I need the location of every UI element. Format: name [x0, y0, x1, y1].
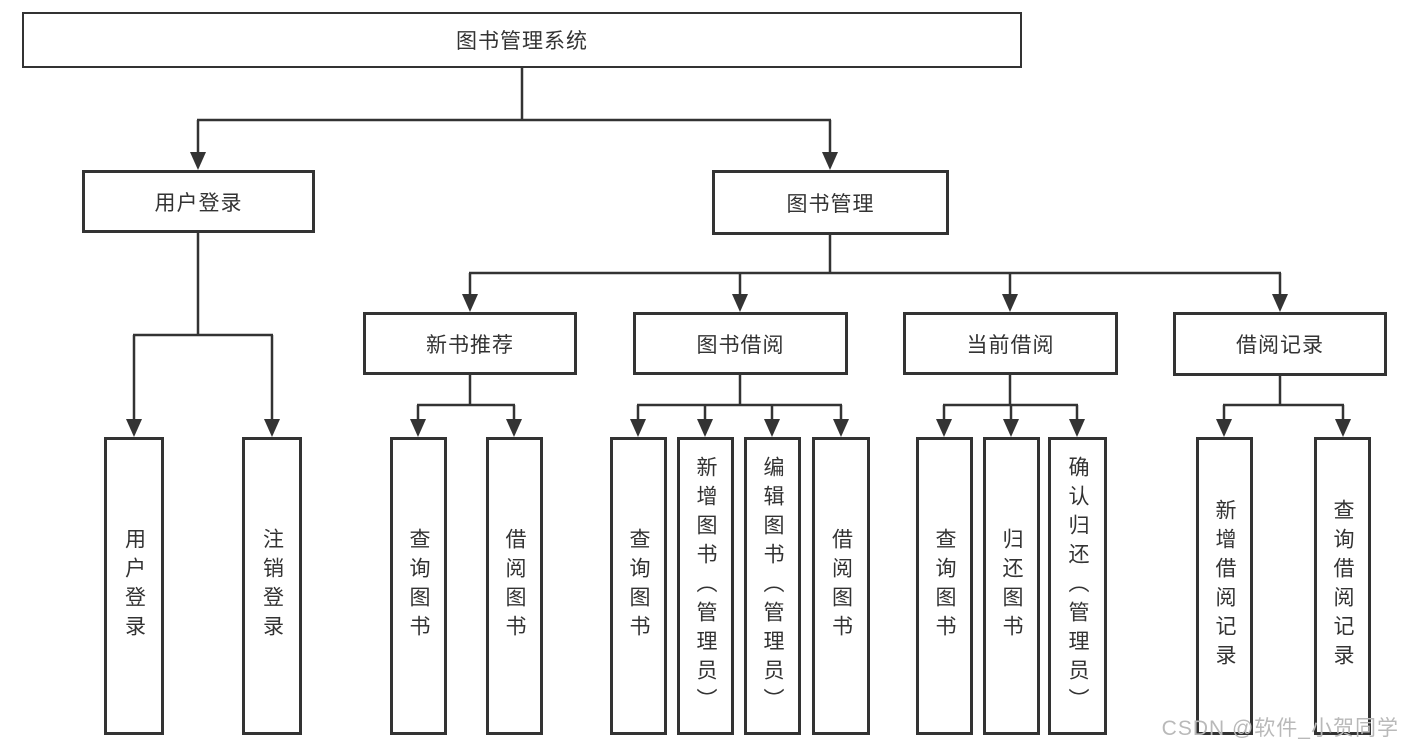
leaf-nb-borrow-books-label: 借阅图书	[503, 528, 526, 644]
csdn-watermark: CSDN @软件_小贺同学	[1161, 717, 1399, 740]
leaf-cb-return-books: 归还图书	[983, 437, 1040, 735]
node-borrow-records: 借阅记录	[1173, 312, 1387, 376]
leaf-cb-query-books: 查询图书	[916, 437, 973, 735]
leaf-bb-add-books: 新增图书（管理员）	[677, 437, 734, 735]
node-user-login-label: 用户登录	[154, 191, 243, 215]
root-node-label: 图书管理系统	[456, 30, 588, 53]
node-new-book-recommend-label: 新书推荐	[426, 333, 514, 357]
leaf-logout: 注销登录	[242, 437, 302, 735]
arrowheads	[126, 152, 1351, 437]
node-borrow-records-label: 借阅记录	[1236, 334, 1324, 357]
leaf-nb-borrow-books: 借阅图书	[486, 437, 543, 735]
leaf-bb-query-books: 查询图书	[610, 437, 667, 735]
leaf-bb-borrow-books-label: 借阅图书	[829, 528, 853, 644]
node-book-management: 图书管理	[712, 170, 949, 235]
leaf-bb-edit-books-label: 编辑图书（管理员）	[761, 455, 784, 717]
node-current-borrowing-label: 当前借阅	[966, 333, 1055, 357]
leaf-user-login: 用户登录	[104, 437, 164, 735]
leaf-logout-label: 注销登录	[260, 528, 284, 644]
leaf-br-add-record: 新增借阅记录	[1196, 437, 1253, 735]
leaf-br-add-record-label: 新增借阅记录	[1213, 499, 1236, 673]
leaf-br-query-record: 查询借阅记录	[1314, 437, 1371, 735]
node-book-borrowing-label: 图书借阅	[696, 333, 785, 357]
leaf-bb-borrow-books: 借阅图书	[812, 437, 870, 735]
node-book-borrowing: 图书借阅	[633, 312, 848, 375]
leaf-bb-query-books-label: 查询图书	[627, 528, 650, 644]
leaf-user-login-label: 用户登录	[122, 528, 146, 644]
leaf-nb-query-books-label: 查询图书	[407, 528, 430, 644]
node-current-borrowing: 当前借阅	[903, 312, 1118, 375]
node-user-login: 用户登录	[82, 170, 315, 233]
leaf-cb-confirm-return: 确认归还（管理员）	[1048, 437, 1107, 735]
leaf-br-query-record-label: 查询借阅记录	[1331, 499, 1354, 673]
leaf-nb-query-books: 查询图书	[390, 437, 447, 735]
leaf-bb-add-books-label: 新增图书（管理员）	[694, 455, 717, 717]
leaf-bb-edit-books: 编辑图书（管理员）	[744, 437, 801, 735]
leaf-cb-confirm-return-label: 确认归还（管理员）	[1066, 455, 1089, 717]
node-book-management-label: 图书管理	[786, 192, 875, 216]
root-node: 图书管理系统	[22, 12, 1022, 68]
leaf-cb-query-books-label: 查询图书	[933, 528, 956, 644]
node-new-book-recommend: 新书推荐	[363, 312, 577, 375]
leaf-cb-return-books-label: 归还图书	[1000, 528, 1023, 644]
